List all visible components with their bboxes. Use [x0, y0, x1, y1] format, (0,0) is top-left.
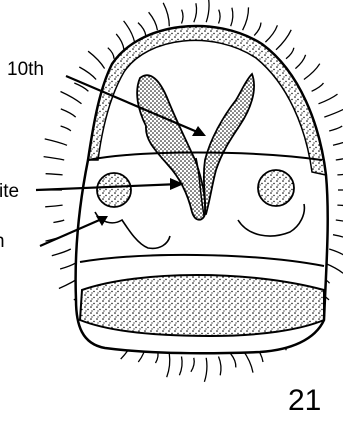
seta: [163, 3, 169, 26]
seta: [116, 34, 124, 50]
seta: [44, 157, 65, 160]
seta: [108, 48, 114, 59]
sternite-band: [80, 275, 324, 336]
seta: [124, 21, 135, 42]
seta: [138, 23, 146, 36]
seta: [329, 126, 342, 131]
label-h: h: [0, 232, 5, 251]
seta: [265, 25, 277, 42]
seta: [88, 51, 105, 68]
seta: [319, 94, 338, 104]
seta: [329, 249, 343, 256]
seta: [204, 358, 207, 382]
seta: [179, 357, 182, 376]
seta: [336, 156, 343, 160]
seta: [276, 30, 291, 50]
figure-number: 21: [288, 386, 321, 416]
seta: [333, 140, 343, 145]
seta: [61, 92, 82, 104]
seta: [194, 3, 197, 22]
seta: [231, 8, 233, 27]
seta: [324, 107, 343, 117]
seta: [304, 64, 320, 80]
seta: [45, 139, 67, 145]
seta: [167, 354, 170, 377]
label-10th: 10th: [7, 60, 44, 79]
seta: [312, 83, 324, 91]
seta: [336, 220, 343, 224]
seta: [295, 55, 305, 69]
seta: [219, 357, 221, 376]
seta: [286, 48, 294, 59]
seta: [206, 0, 209, 22]
seta: [46, 174, 63, 175]
seta: [243, 7, 249, 30]
seta: [61, 126, 71, 131]
seta: [53, 220, 64, 223]
seta: [52, 249, 71, 256]
seta: [219, 10, 221, 24]
seta: [79, 67, 96, 80]
seta: [191, 358, 194, 372]
seta: [231, 354, 236, 368]
label-ite: ite: [0, 182, 19, 201]
seta: [333, 235, 343, 239]
seta: [60, 263, 76, 269]
seta: [182, 10, 184, 24]
seta: [337, 174, 343, 175]
seta: [61, 109, 76, 117]
seta: [149, 12, 158, 30]
seta: [45, 205, 62, 207]
seta: [337, 205, 343, 207]
seta: [254, 23, 261, 36]
